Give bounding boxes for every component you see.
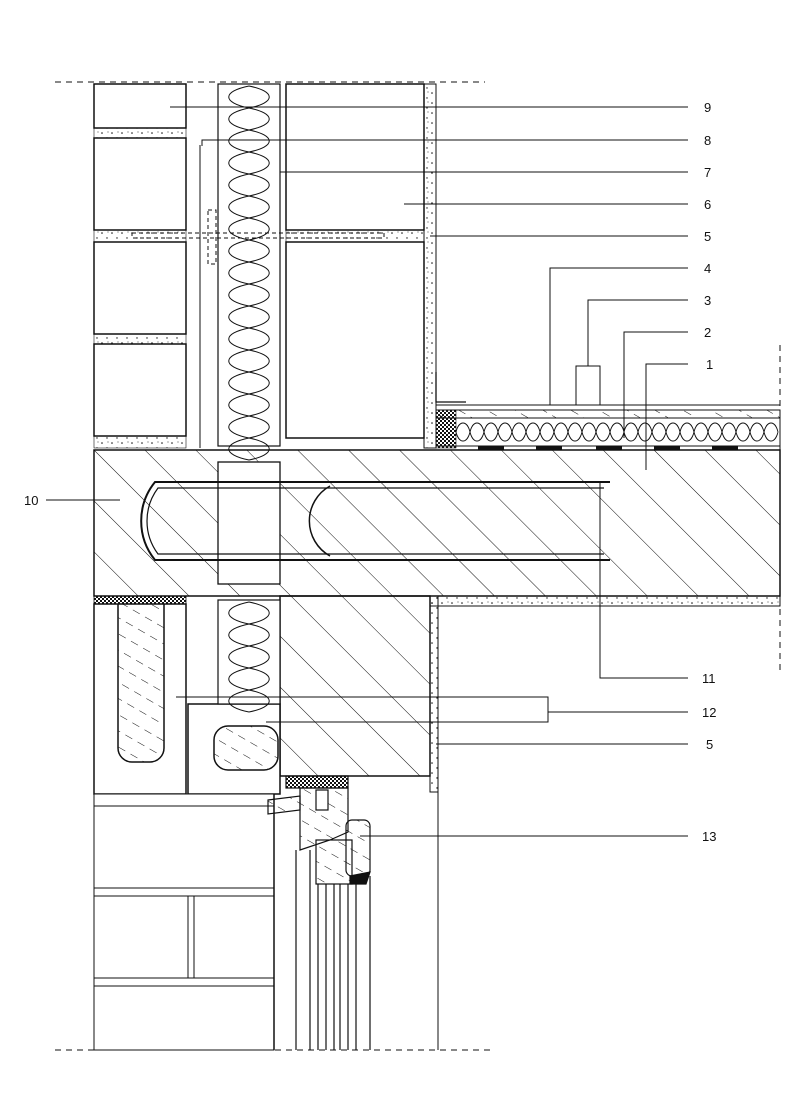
lower-brick-wall [93,793,275,1051]
floor-buildup [435,372,781,450]
callout-5-upper: 5 [704,229,711,244]
callout-7: 7 [704,165,711,180]
window-frame [267,775,439,1050]
callout-11: 11 [702,671,716,686]
callout-6: 6 [704,197,711,212]
callout-13: 13 [702,829,716,844]
lintel [93,595,281,795]
callout-3: 3 [704,293,711,308]
plaster-upper [423,83,437,449]
leader-lines [46,106,688,837]
callout-1: 1 [706,357,713,372]
callout-2: 2 [704,325,711,340]
callout-9: 9 [704,100,711,115]
ceiling-plaster [429,595,781,793]
upper-brick-wall [93,83,187,449]
insulation-upper [217,83,281,461]
callout-5-lower: 5 [706,737,713,752]
concrete-slab [93,449,781,597]
insulation-lower [217,599,281,713]
break-lines [55,81,781,1051]
wall-tie [131,209,385,265]
callout-10: 10 [24,493,38,508]
concrete-downstand [279,595,431,777]
callout-8: 8 [704,133,711,148]
inner-block-wall [285,83,425,439]
callout-labels: 9 8 7 6 5 4 3 2 1 10 11 12 5 13 [24,100,716,844]
callout-4: 4 [704,261,711,276]
callout-12: 12 [702,705,716,720]
